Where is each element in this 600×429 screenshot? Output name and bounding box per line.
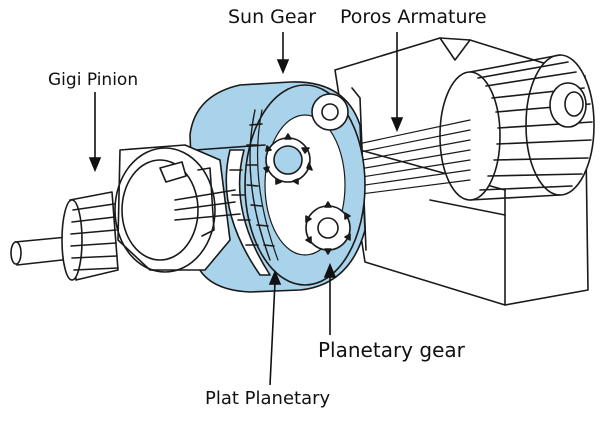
sun-gear (263, 133, 313, 185)
clutch-housing (114, 144, 241, 273)
planet-gear-bottom (305, 201, 351, 255)
label-poros-armature: Poros Armature (340, 6, 487, 28)
leader-lines (88, 32, 404, 386)
armature-commutator (439, 54, 595, 201)
label-planetary-gear: Planetary gear (318, 338, 465, 362)
label-plat-planetary: Plat Planetary (205, 388, 331, 409)
ring-gear (245, 109, 279, 261)
planet-gear-top (311, 93, 349, 131)
planetary-plate (225, 149, 271, 276)
label-sun-gear: Sun Gear (228, 6, 317, 28)
label-gigi-pinion: Gigi Pinion (48, 70, 139, 90)
pinion-gear (61, 191, 119, 281)
